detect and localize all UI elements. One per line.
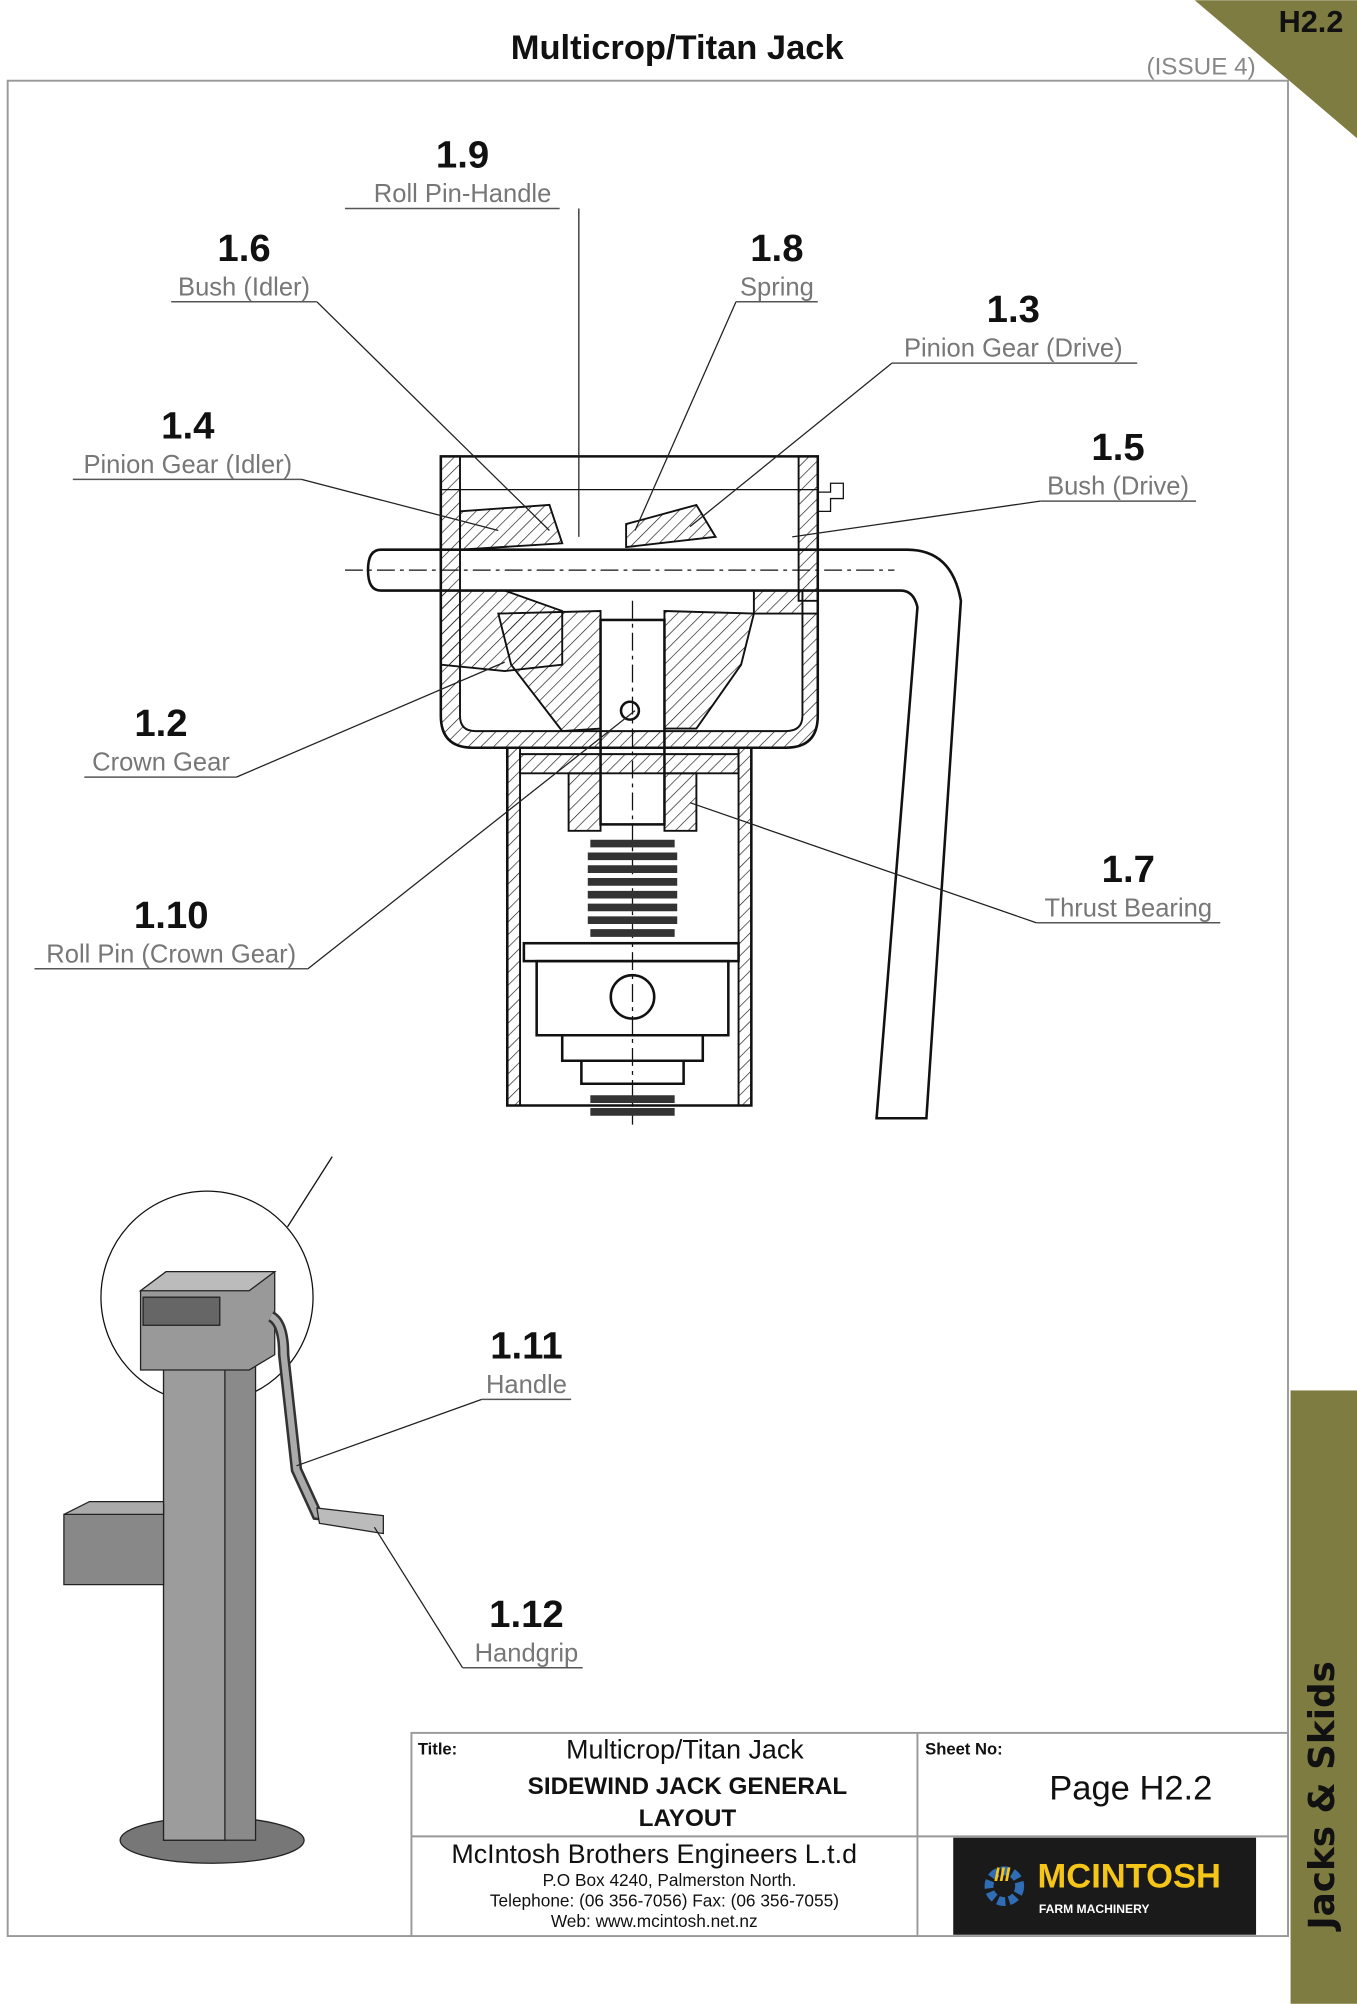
callout-1-11: 1.11 Handle	[481, 1325, 572, 1401]
section-tab	[1290, 1390, 1357, 2004]
svg-text:Roll Pin (Crown Gear): Roll Pin (Crown Gear)	[46, 940, 296, 968]
callout-1-8: 1.8 Spring	[736, 227, 818, 303]
callout-1-10: 1.10 Roll Pin (Crown Gear)	[34, 894, 308, 970]
mcintosh-logo: III MCINTOSH FARM MACHINERY	[953, 1837, 1257, 1935]
svg-text:Crown Gear: Crown Gear	[92, 749, 230, 777]
company-web: Web: www.mcintosh.net.nz	[551, 1911, 758, 1931]
company-address: P.O Box 4240, Palmerston North.	[543, 1870, 797, 1890]
page-title: Multicrop/Titan Jack	[511, 29, 845, 67]
svg-text:1.7: 1.7	[1102, 848, 1155, 891]
svg-text:1.11: 1.11	[490, 1325, 562, 1368]
svg-text:1.9: 1.9	[436, 134, 489, 177]
jack-gearbox-section	[345, 455, 963, 1125]
issue-label: (ISSUE 4)	[1146, 53, 1255, 80]
sheet-label: Sheet No:	[925, 1740, 1003, 1759]
logo-mark: III	[994, 1865, 1011, 1886]
svg-text:1.4: 1.4	[161, 405, 215, 448]
jack-3d-view	[63, 1156, 384, 1864]
page-code: H2.2	[1279, 5, 1344, 39]
callout-1-7: 1.7 Thrust Bearing	[1036, 848, 1221, 924]
svg-text:Bush (Idler): Bush (Idler)	[178, 273, 310, 301]
svg-text:Bush (Drive): Bush (Drive)	[1047, 473, 1189, 501]
logo-sub: FARM MACHINERY	[1039, 1902, 1150, 1916]
company-name: McIntosh Brothers Engineers L.t.d	[451, 1839, 857, 1869]
logo-main: MCINTOSH	[1038, 1858, 1221, 1896]
gear-icon	[984, 1866, 1025, 1907]
svg-text:1.6: 1.6	[217, 227, 270, 270]
leader-lines	[236, 208, 1041, 1669]
svg-text:1.8: 1.8	[750, 227, 803, 270]
callout-1-6: 1.6 Bush (Idler)	[171, 227, 317, 303]
svg-text:Pinion Gear (Idler): Pinion Gear (Idler)	[83, 451, 292, 479]
title-block: Title: Multicrop/Titan Jack SIDEWIND JAC…	[410, 1731, 1289, 1938]
svg-text:1.12: 1.12	[489, 1593, 564, 1636]
callout-1-3: 1.3 Pinion Gear (Drive)	[891, 288, 1138, 364]
callout-1-2: 1.2 Crown Gear	[84, 702, 237, 778]
svg-text:Thrust Bearing: Thrust Bearing	[1044, 894, 1212, 922]
subtitle-line1: SIDEWIND JACK GENERAL	[528, 1773, 848, 1800]
svg-text:Handgrip: Handgrip	[475, 1639, 579, 1667]
callout-1-4: 1.4 Pinion Gear (Idler)	[72, 405, 302, 481]
svg-text:1.2: 1.2	[134, 702, 187, 745]
svg-text:Spring: Spring	[740, 273, 814, 301]
callout-1-9: 1.9 Roll Pin-Handle	[345, 134, 560, 210]
svg-text:Roll Pin-Handle: Roll Pin-Handle	[374, 180, 552, 208]
svg-text:1.10: 1.10	[134, 894, 209, 937]
subtitle-line2: LAYOUT	[639, 1805, 737, 1832]
section-tab-label: Jacks & Skids	[1302, 1661, 1343, 1933]
svg-text:Handle: Handle	[486, 1371, 567, 1399]
sheet-value: Page H2.2	[1049, 1769, 1212, 1807]
callout-1-5: 1.5 Bush (Drive)	[1040, 426, 1196, 502]
company-phone: Telephone: (06 356-7056) Fax: (06 356-70…	[490, 1891, 839, 1911]
svg-text:1.5: 1.5	[1091, 426, 1144, 469]
svg-text:Pinion Gear (Drive): Pinion Gear (Drive)	[904, 335, 1123, 363]
callout-1-12: 1.12 Handgrip	[462, 1593, 583, 1669]
title-value: Multicrop/Titan Jack	[566, 1734, 804, 1764]
svg-text:1.3: 1.3	[987, 288, 1040, 331]
corner-tab	[1194, 0, 1357, 139]
title-label: Title:	[418, 1740, 457, 1759]
